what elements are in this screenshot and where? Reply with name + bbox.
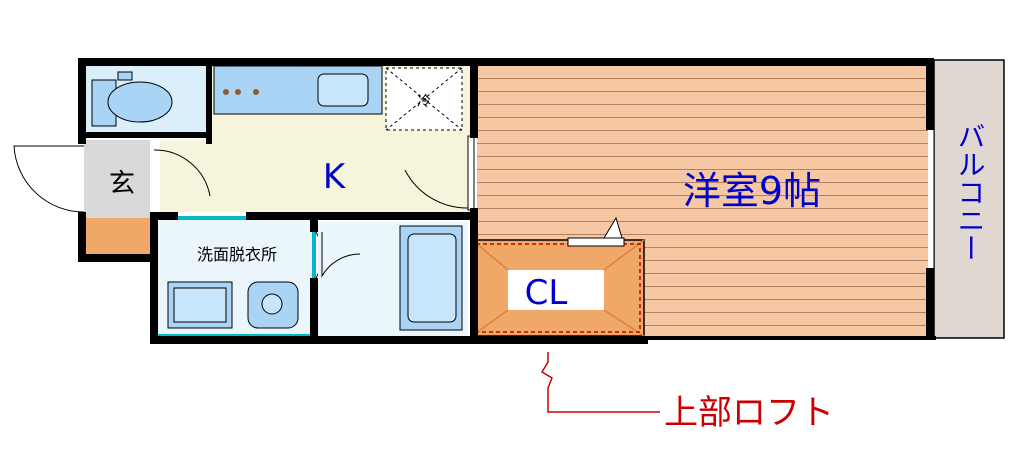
toilet [84, 64, 206, 132]
entrance [13, 140, 211, 256]
washroom [152, 216, 323, 338]
kitchen-label: K [323, 157, 347, 197]
balcony [925, 59, 1005, 339]
balcony-label: バルコニー [954, 122, 987, 262]
walls [78, 58, 936, 344]
washroom-label: 洗面脱衣所 [197, 245, 277, 264]
bathroom [318, 222, 468, 336]
entrance-label: 玄 [109, 169, 135, 199]
fridge-label: 冷 [417, 94, 431, 110]
western-room-label: 洋室9帖 [683, 169, 821, 213]
loft-leader [540, 352, 660, 413]
closet [471, 216, 645, 337]
loft-label: 上部ロフト [664, 393, 834, 433]
closet-label: CL [525, 273, 568, 313]
